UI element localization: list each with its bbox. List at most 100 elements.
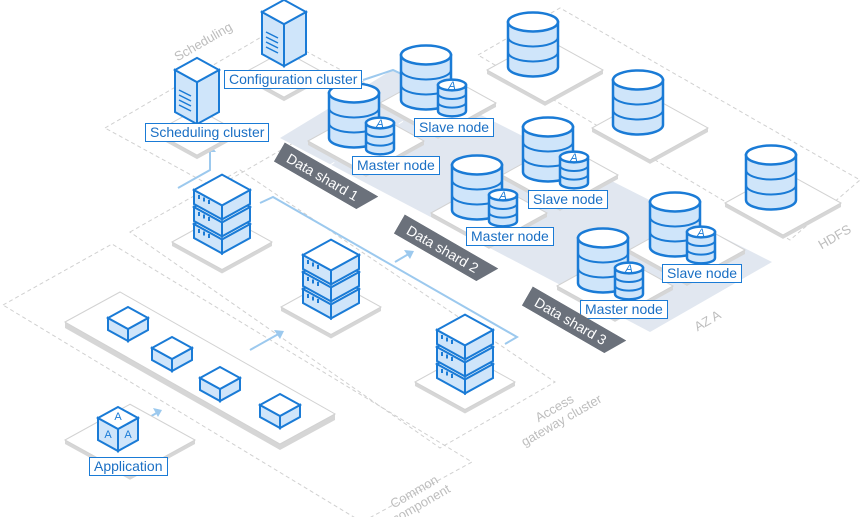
server-led [312,262,314,267]
cylinder-body [744,153,798,211]
cylinder-band [507,36,559,48]
server-led [317,282,319,286]
slab-top [191,173,253,207]
shard1-slave-label: Slave node [414,118,495,137]
cylinder-top [399,44,453,66]
cylinder-band [614,276,644,283]
slab-top [257,392,303,418]
server-led [208,217,210,221]
cylinder-band [328,107,380,119]
configuration-cluster-tower-icon [259,0,309,68]
shard3-slave-label: Slave node [662,264,743,283]
tower-vent [265,36,279,44]
shard3-master-replica-icon: A [613,261,645,301]
gateway-2-server-icon [300,238,362,321]
cylinder-top [576,227,630,249]
server-led [317,265,319,269]
cylinder-band [745,184,797,196]
connector-common [249,331,283,351]
cylinder-band [559,165,589,172]
slab-top [259,0,309,26]
server-led [203,214,205,219]
cylinder-top [436,78,468,92]
shard1-master-replica-icon: A [364,116,396,156]
cylinder-body [685,230,717,265]
server-led [446,337,448,342]
cylinder-band [437,93,467,100]
cylinder-band [745,169,797,181]
slab-top [172,56,222,84]
scheduling-cluster-tower-icon [172,56,222,126]
server-led [307,277,309,281]
cube-glyph: A [114,411,122,423]
server-led [198,195,200,199]
cylinder-band [559,174,589,181]
cylinder-top [685,225,717,239]
cylinder-top [558,150,590,164]
tower-vent [265,31,279,39]
cylinder-band [614,285,644,292]
cylinder-band [451,179,503,191]
cylinder-body [487,193,519,228]
server-led [317,299,319,303]
cylinder-glyph: A [696,227,704,239]
shard3-master-label: Master node [580,300,668,319]
slab-top [105,305,151,331]
scheduling-cluster-label: Scheduling cluster [145,123,270,142]
connector-to-scheduling [177,150,211,189]
cylinder-glyph: A [447,80,455,92]
lock-component-icon [149,335,195,373]
hdfs-3-database-icon [744,144,798,211]
cylinder-top [744,144,798,166]
cylinder-band [437,102,467,109]
cylinder-band [612,109,664,121]
cylinder-top [648,191,702,213]
cylinder-body [613,266,645,301]
cylinder-body [436,83,468,118]
tower-vent [178,94,192,102]
monitor-component-icon [197,365,243,403]
cylinder-body [611,78,665,136]
cylinder-body [506,20,560,78]
tower-vent [178,104,192,112]
slab-top [197,365,243,391]
cylinder-band [488,203,518,210]
cylinder-band [365,131,395,138]
shard1-slave-replica-icon: A [436,78,468,118]
tower-vent [265,46,279,54]
building-component-icon [257,392,303,430]
tower-vent [178,89,192,97]
cylinder-top [506,11,560,33]
tower-vent [178,99,192,107]
gateway-1-server-icon [191,173,253,256]
cylinder-band [686,240,716,247]
gateway-3-server-icon [434,313,496,396]
server-led [441,369,443,373]
cylinder-band [612,94,664,106]
cylinder-band [488,212,518,219]
server-led [441,335,443,339]
cylinder-top [487,188,519,202]
slab-top [95,405,141,431]
cylinder-band [577,252,629,264]
slab-top [434,313,496,347]
cube-glyph: A [104,429,112,441]
tower-vent [265,41,279,49]
shard1-master-label: Master node [352,156,440,175]
cylinder-top [450,154,504,176]
server-led [208,234,210,238]
shard2-master-label: Master node [466,227,554,246]
cylinder-top [364,116,396,130]
server-led [198,212,200,216]
arrow-head-icon [153,408,162,417]
connector-gateway [259,195,519,345]
server-led [203,197,205,202]
cylinder-band [686,249,716,256]
server-led [312,279,314,284]
server-led [446,354,448,359]
shard3-slave-replica-icon: A [685,225,717,265]
slab-top [300,238,362,272]
cylinder-band [522,141,574,153]
